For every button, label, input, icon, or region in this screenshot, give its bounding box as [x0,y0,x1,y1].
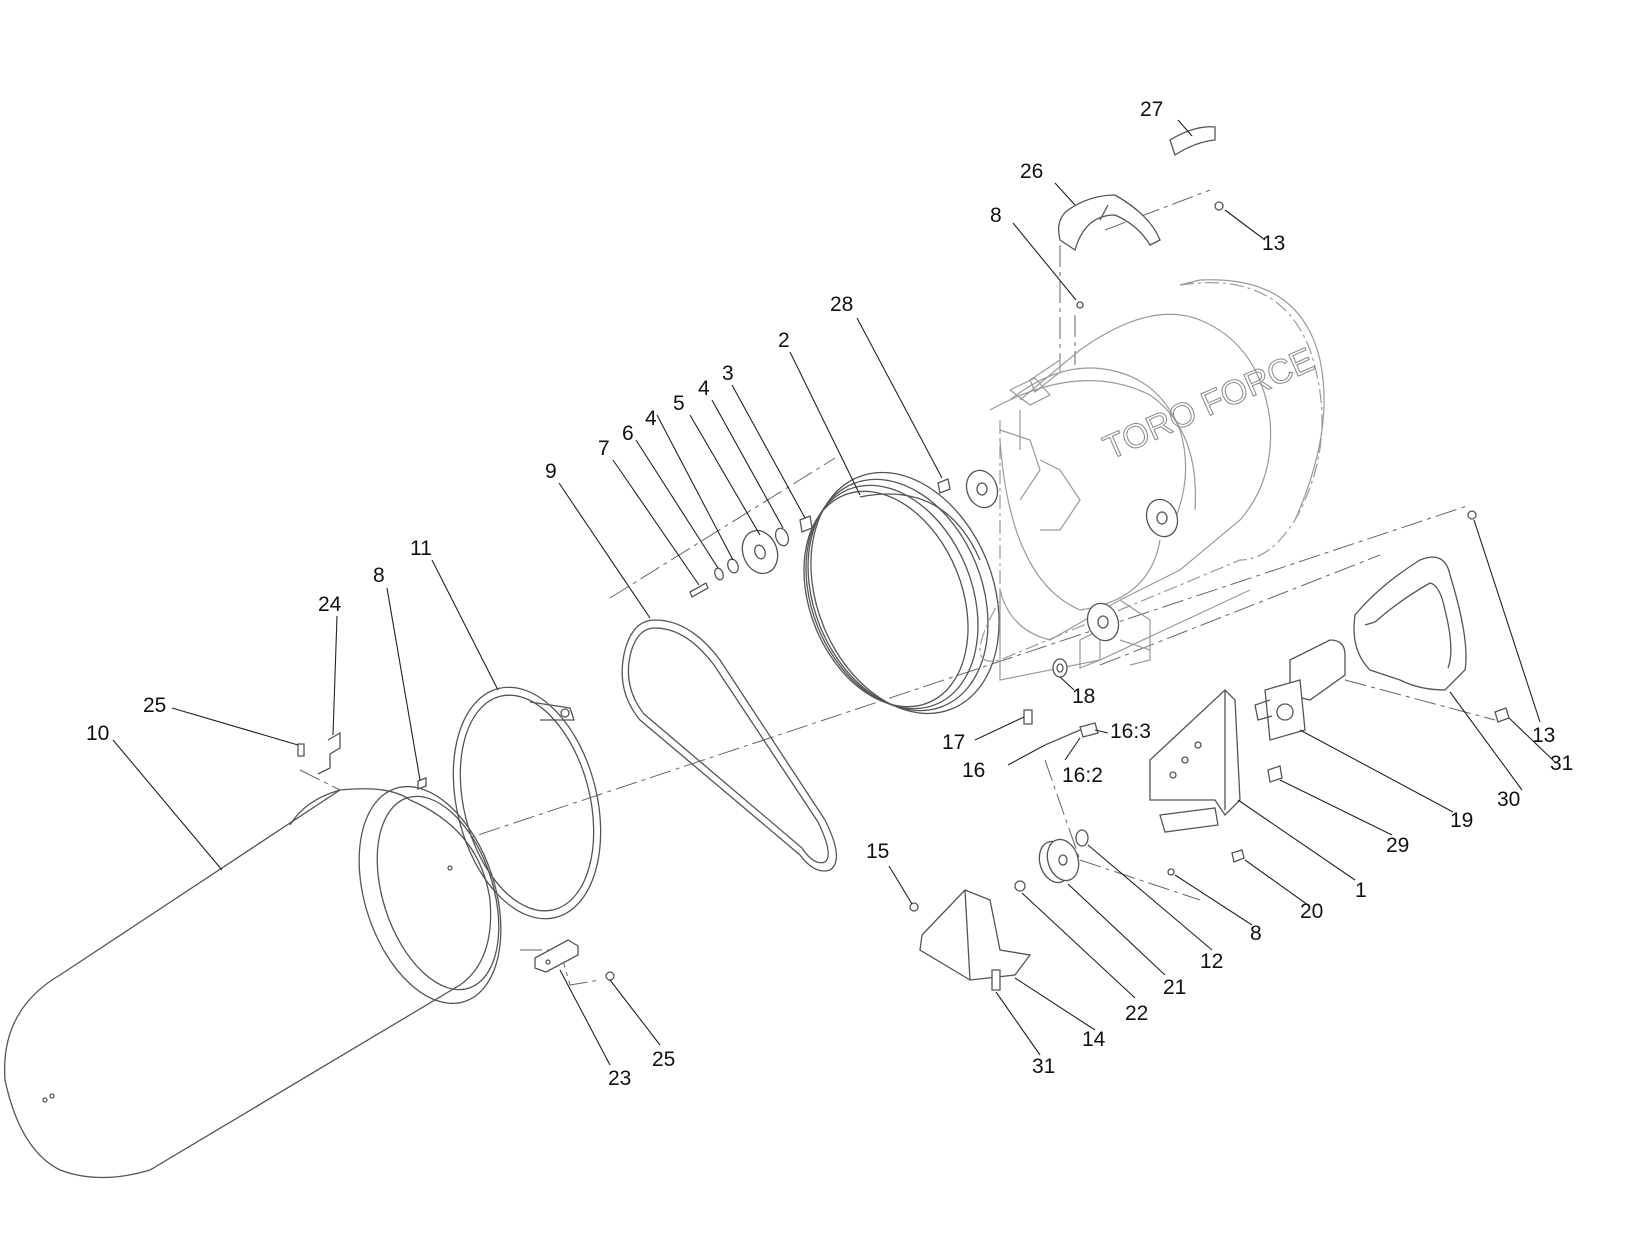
clip-8-left [417,777,427,790]
callout-4-lower: 4 [645,407,657,430]
nut-15 [909,902,919,912]
motor-19 [1254,639,1346,741]
bracket-23 [534,939,579,973]
nut-13-right [1467,510,1477,520]
callout-15: 15 [866,840,889,863]
screw-31-right [1494,707,1510,723]
callout-11: 11 [410,537,432,560]
v-belt [621,619,837,872]
bracket-24 [317,731,341,775]
clip-8-top [1076,301,1084,309]
callout-3: 3 [722,362,734,385]
callout-9: 9 [545,460,557,483]
callout-6: 6 [622,422,634,445]
callout-21: 21 [1163,976,1186,999]
callout-25-bottom: 25 [652,1048,675,1071]
callout-5: 5 [673,392,685,415]
screw-25-bottom [605,971,615,981]
cover-27 [1169,126,1216,157]
screw-25-top [297,743,305,757]
callout-17: 17 [942,731,965,754]
brand-logo: TORO FORCE [1098,341,1320,468]
callout-26: 26 [1020,160,1043,183]
callout-13-top: 13 [1262,232,1285,255]
center-line-17 [1044,759,1081,861]
guard-14 [919,889,1032,981]
callout-19: 19 [1450,809,1473,832]
callout-30: 30 [1497,788,1520,811]
clamp-band [452,686,602,920]
callout-2: 2 [778,329,790,352]
callout-24: 24 [318,593,342,616]
housing-idler-right [1145,498,1179,538]
deflector-bracket-26 [1057,194,1161,252]
spacer-3 [799,515,813,533]
center-line-27 [1104,189,1211,231]
callout-27: 27 [1140,98,1163,121]
drive-pulley [803,471,1000,715]
housing-idler-top [965,469,999,509]
callout-29: 29 [1386,834,1409,857]
callout-16: 16 [962,759,985,782]
center-line-30 [1099,554,1381,666]
callout-31-bottom: 31 [1032,1055,1055,1078]
spacer-12 [1075,829,1089,847]
callout-14: 14 [1082,1028,1106,1051]
bolt-28 [937,478,951,494]
nut-22 [1014,880,1026,892]
callout-23: 23 [608,1067,631,1090]
impeller-housing: TORO FORCE [979,279,1325,681]
washer-6 [714,567,724,581]
cable-16 [1044,722,1099,746]
bolt-7 [689,582,709,598]
callout-13-right: 13 [1532,724,1555,747]
nut-13-top [1214,201,1224,211]
callout-12: 12 [1200,950,1223,973]
center-line-upper [609,457,836,599]
center-line-31 [1344,679,1496,721]
callout-7: 7 [598,437,610,460]
spacer-18 [1052,658,1068,678]
callout-25-top: 25 [143,694,166,717]
bracket-1 [1149,689,1241,833]
callout-10: 10 [86,722,109,745]
screw-17 [1023,709,1033,725]
chute-tube [3,785,502,1179]
callout-4-upper: 4 [698,377,710,400]
leader-lines [112,119,1556,1066]
callout-31-right: 31 [1550,752,1573,775]
callout-8-bottom: 8 [1250,922,1262,945]
callout-18: 18 [1072,685,1095,708]
callout-20: 20 [1300,900,1323,923]
housing-idler-bottom [1086,602,1120,642]
center-line-24 [299,769,341,791]
callout-16-2: 16:2 [1062,764,1103,787]
callout-1: 1 [1355,879,1367,902]
callout-16-3: 16:3 [1110,720,1151,743]
callout-labels: 27 26 13 8 28 2 3 4 5 4 6 7 9 11 8 24 25… [86,98,1573,1090]
center-line-23 [520,949,601,986]
callout-8-top: 8 [990,204,1002,227]
screw-31-bottom [991,969,1001,991]
clip-8-bottom [1167,868,1175,876]
washer-4-lower [727,558,739,574]
pulley-21 [1038,838,1080,884]
callout-22: 22 [1125,1002,1148,1025]
clip-29 [1267,765,1283,783]
idler-pulley-5 [741,529,779,575]
center-line-20 [1079,859,1201,901]
belt-cover-30 [1353,556,1467,691]
callout-8-left: 8 [373,564,385,587]
callout-28: 28 [830,293,853,316]
washer-4-upper [774,527,790,547]
bolt-20 [1231,849,1245,863]
